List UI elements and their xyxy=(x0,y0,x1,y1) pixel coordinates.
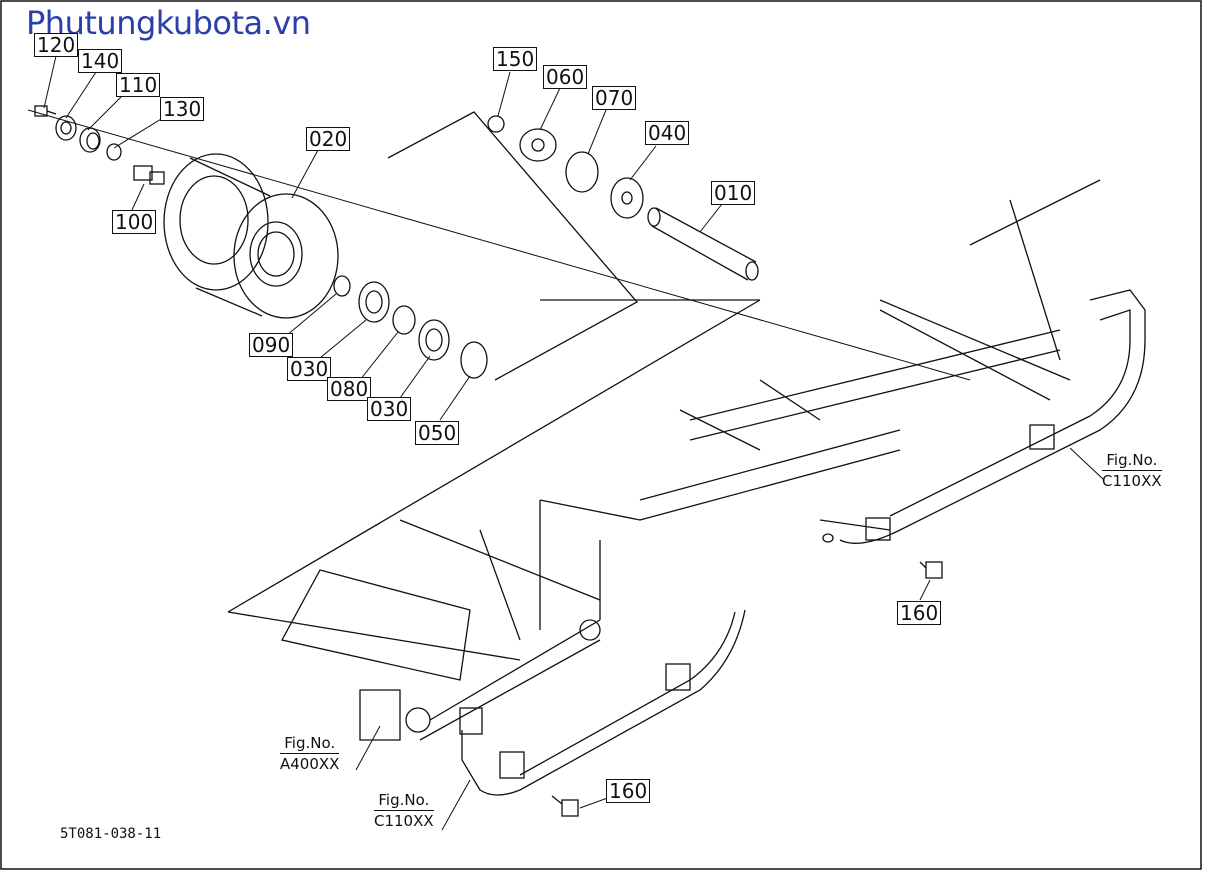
callout-080[interactable]: 080 xyxy=(327,377,372,401)
figref-left-a-code: A400XX xyxy=(280,753,340,773)
bolt-160b xyxy=(551,795,579,817)
snapring-050 xyxy=(460,341,488,379)
bolt-120 xyxy=(34,105,57,117)
callout-160-a[interactable]: 160 xyxy=(897,601,942,625)
callout-110[interactable]: 110 xyxy=(116,73,161,97)
callout-020[interactable]: 020 xyxy=(306,127,351,151)
oring-130 xyxy=(106,143,122,161)
stud-100 xyxy=(133,165,165,185)
figref-right-label: Fig.No. xyxy=(1106,451,1158,469)
callout-150[interactable]: 150 xyxy=(493,47,538,71)
callout-070[interactable]: 070 xyxy=(592,86,637,110)
wheel-020 xyxy=(163,153,339,319)
figref-right[interactable]: Fig.No. C110XX xyxy=(1102,450,1162,491)
figref-left-a-label: Fig.No. xyxy=(284,734,336,752)
figref-left-c-code: C110XX xyxy=(374,810,434,830)
main-frame xyxy=(399,179,1101,641)
figref-left-a[interactable]: Fig.No. A400XX xyxy=(280,733,340,774)
axle-centerline xyxy=(27,109,971,381)
callout-140[interactable]: 140 xyxy=(78,49,123,73)
plane-edge-lower xyxy=(227,299,761,613)
bearing-030a xyxy=(358,281,390,323)
bolt-160a xyxy=(919,561,943,579)
callout-030-b[interactable]: 030 xyxy=(367,397,412,421)
circlip-070 xyxy=(565,151,599,193)
callout-050[interactable]: 050 xyxy=(415,421,460,445)
spacer-080 xyxy=(392,305,416,335)
callout-160-b[interactable]: 160 xyxy=(606,779,651,803)
callout-010[interactable]: 010 xyxy=(711,181,756,205)
callout-030-a[interactable]: 030 xyxy=(287,357,332,381)
figref-right-code: C110XX xyxy=(1102,470,1162,490)
callout-040[interactable]: 040 xyxy=(645,121,690,145)
callout-130[interactable]: 130 xyxy=(160,97,205,121)
step-bar-right xyxy=(822,289,1146,544)
pivot-bracket xyxy=(281,569,601,741)
figref-left-c-label: Fig.No. xyxy=(378,791,430,809)
bearing-030b xyxy=(418,319,450,361)
washer-140 xyxy=(55,115,77,141)
figref-left-c[interactable]: Fig.No. C110XX xyxy=(374,790,434,831)
washer-040 xyxy=(610,177,644,219)
shaft-010 xyxy=(647,207,759,281)
callout-060[interactable]: 060 xyxy=(543,65,588,89)
callout-100[interactable]: 100 xyxy=(112,210,157,234)
collar-060 xyxy=(519,128,557,162)
leader-lines xyxy=(43,55,1105,831)
callout-090[interactable]: 090 xyxy=(249,333,294,357)
drawing-number: 5T081-038-11 xyxy=(60,826,162,842)
washer-090 xyxy=(333,275,351,297)
snapring-150 xyxy=(487,115,505,133)
subassembly-plane xyxy=(387,111,639,381)
step-bar-left xyxy=(459,609,746,796)
callout-120[interactable]: 120 xyxy=(34,33,79,57)
